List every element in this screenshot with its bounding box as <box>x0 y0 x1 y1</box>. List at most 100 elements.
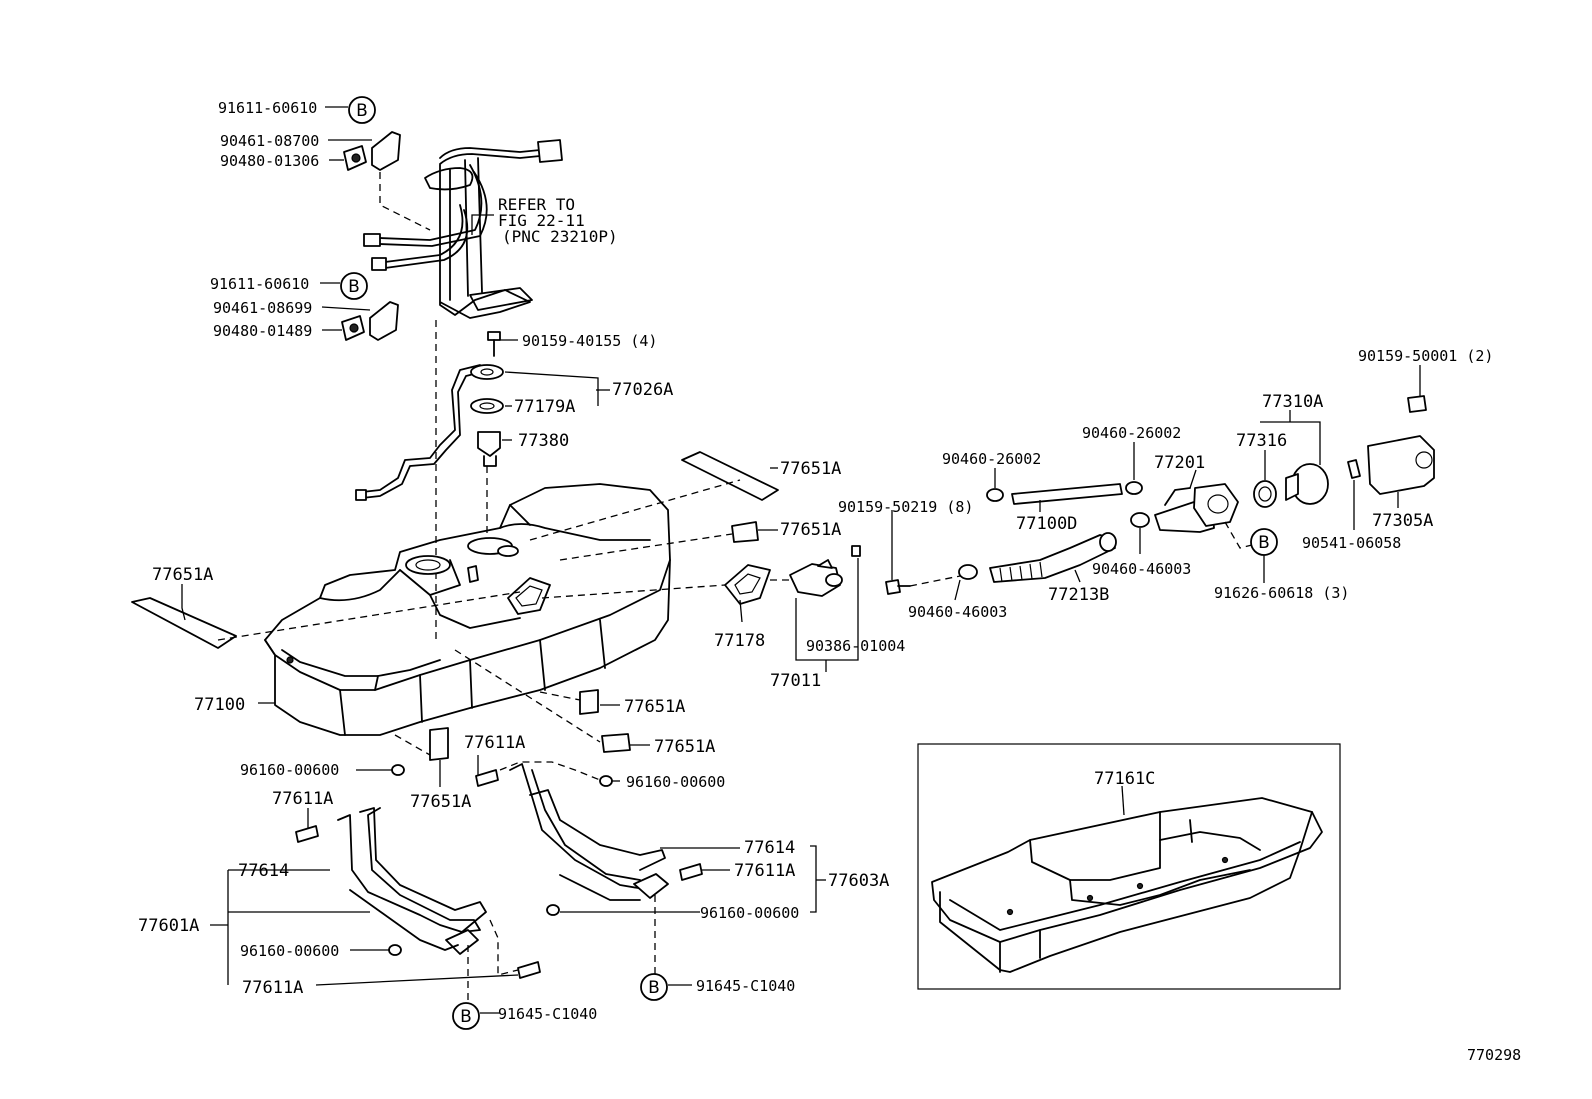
lid-77305A <box>1367 435 1435 495</box>
label-90480-01306: 90480-01306 <box>220 152 319 170</box>
label-77380: 77380 <box>518 431 569 451</box>
label-90461-08700: 90461-08700 <box>220 132 319 150</box>
label-77651A-bl: 77651A <box>410 792 471 812</box>
label-77651A-mid: 77651A <box>780 520 841 540</box>
label-90460-46003-right: 90460-46003 <box>1092 560 1191 578</box>
gasket-77178 <box>724 564 771 605</box>
label-91645-C1040-left: 91645-C1040 <box>498 1005 597 1023</box>
svg-text:B: B <box>1258 533 1270 553</box>
label-90386-01004: 90386-01004 <box>806 637 905 655</box>
label-77614-left: 77614 <box>238 861 289 881</box>
label-77011: 77011 <box>770 671 821 691</box>
label-77601A: 77601A <box>138 916 199 936</box>
label-77179A: 77179A <box>514 397 575 417</box>
clamp-90460-46003-b <box>1130 512 1150 528</box>
label-77611A-left: 77611A <box>272 789 333 809</box>
label-77201: 77201 <box>1154 453 1205 473</box>
label-77100: 77100 <box>194 695 245 715</box>
label-90541-06058: 90541-06058 <box>1302 534 1401 552</box>
fuel-tank-77100 <box>264 483 671 736</box>
pad-77651A-left <box>131 597 237 649</box>
label-77178: 77178 <box>714 631 765 651</box>
svg-text:B: B <box>460 1007 472 1027</box>
label-96160-00600-d: 96160-00600 <box>240 942 339 960</box>
bolt-77611A-center <box>475 769 499 787</box>
label-90460-26002-a: 90460-26002 <box>942 450 1041 468</box>
svg-text:B: B <box>648 978 660 998</box>
svg-text:B: B <box>348 277 360 297</box>
label-90460-26002-b: 90460-26002 <box>1082 424 1181 442</box>
label-77100D: 77100D <box>1016 514 1077 534</box>
label-77161C: 77161C <box>1094 769 1155 789</box>
bolt-77611A-bottom-left <box>517 961 541 979</box>
callout-b-4: B <box>640 973 668 1001</box>
callout-b-3: B <box>1250 528 1278 556</box>
label-77611A-bottom: 77611A <box>242 978 303 998</box>
hose-77213B <box>989 532 1117 583</box>
label-77651A-left: 77651A <box>152 565 213 585</box>
label-77614-right: 77614 <box>744 838 795 858</box>
label-90159-50001: 90159-50001 (2) <box>1358 347 1493 365</box>
svg-text:B: B <box>356 101 368 121</box>
callout-b-1: B <box>348 96 376 124</box>
gasket-77179A <box>470 398 504 414</box>
label-90480-01489: 90480-01489 <box>213 322 312 340</box>
pad-77651A-bottom-right-2 <box>601 733 631 753</box>
bracket-90461-08700 <box>343 131 401 171</box>
label-77611A-center: 77611A <box>464 733 525 753</box>
label-96160-00600-c: 96160-00600 <box>700 904 799 922</box>
label-96160-00600-a: 96160-00600 <box>240 761 339 779</box>
clamp-90460-26002-a <box>986 488 1004 502</box>
label-90159-40155: 90159-40155 (4) <box>522 332 657 350</box>
label-77310A: 77310A <box>1262 392 1323 412</box>
callout-b-5: B <box>452 1002 480 1030</box>
label-90461-08699: 90461-08699 <box>213 299 312 317</box>
label-77611A-right: 77611A <box>734 861 795 881</box>
pad-77651A-top-right <box>681 451 779 501</box>
label-91611-60610-mid: 91611-60610 <box>210 275 309 293</box>
bolt-77611A-left <box>295 825 319 843</box>
gasket-77316 <box>1253 480 1277 508</box>
label-77316: 77316 <box>1236 431 1287 451</box>
label-77651A-top: 77651A <box>780 459 841 479</box>
label-96160-00600-b: 96160-00600 <box>626 773 725 791</box>
band-77601A <box>337 807 487 955</box>
label-refer-to: REFER TO <box>498 195 575 214</box>
bolt-90159-50219 <box>885 579 911 595</box>
bracket-90461-08699 <box>341 301 399 341</box>
label-90159-50219: 90159-50219 (8) <box>838 498 973 516</box>
label-77651A-br1: 77651A <box>624 697 685 717</box>
screw-90159-50001 <box>1407 395 1427 413</box>
band-77603A <box>509 763 669 901</box>
label-90460-46003-left: 90460-46003 <box>908 603 1007 621</box>
part-77380 <box>477 431 501 467</box>
label-91645-C1040-right: 91645-C1040 <box>696 977 795 995</box>
callout-b-2: B <box>340 272 368 300</box>
label-77603A: 77603A <box>828 871 889 891</box>
fuel-pump-assembly <box>363 139 563 319</box>
figure-number: 770298 <box>1467 1046 1521 1064</box>
label-77026A: 77026A <box>612 380 673 400</box>
pad-77651A-mid <box>731 521 759 543</box>
label-refer-pnc: (PNC 23210P) <box>502 227 618 246</box>
hose-77100D <box>1011 483 1123 505</box>
cap-77310A <box>1285 463 1329 505</box>
label-77213B: 77213B <box>1048 585 1109 605</box>
bolt-90159-40155 <box>487 331 501 357</box>
label-91611-60610-top: 91611-60610 <box>218 99 317 117</box>
label-77305A: 77305A <box>1372 511 1433 531</box>
clamp-90460-26002-b <box>1125 481 1143 495</box>
filler-pipe-77201 <box>1154 483 1239 533</box>
label-77651A-br2: 77651A <box>654 737 715 757</box>
plate-77026A <box>470 364 504 380</box>
pin-90541-06058 <box>1347 459 1361 479</box>
part-90386-01004 <box>851 545 861 557</box>
valve-77011 <box>789 559 843 597</box>
pad-77651A-bottom-right-1 <box>579 689 599 715</box>
label-refer-fig: FIG 22-11 <box>498 211 585 230</box>
label-91626-60618: 91626-60618 (3) <box>1214 584 1349 602</box>
bolt-77611A-right <box>679 863 703 881</box>
inset-box-protector <box>917 743 1341 990</box>
clamp-90460-46003-a <box>958 564 978 580</box>
